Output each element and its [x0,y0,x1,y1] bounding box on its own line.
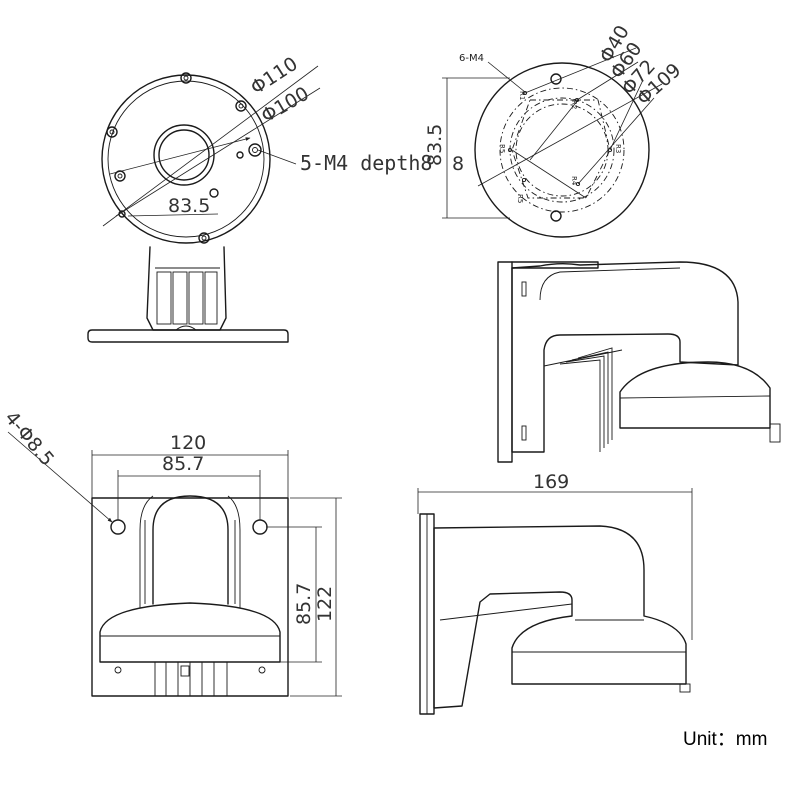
pcd-label-6: R5 [516,194,524,203]
view-top-right: R1 R2 R3 R4 R5 R5 6-M4 Φ40 Φ60 Φ72 Φ109 … [424,22,685,238]
pcd-points [507,90,613,187]
dim-h122: 122 [314,586,336,622]
dim-83-5: 83.5 [168,195,210,217]
holes-note-5m4: 5-M4 depth8 [300,151,432,175]
view-middle-right [497,261,781,463]
pcd-label-4: R4 [570,176,578,186]
dim-h85-7: 85.7 [293,583,315,625]
pcd-label-3: R3 [614,144,622,153]
view-bottom-right: 169 [417,471,693,715]
dim-w120: 120 [170,432,206,454]
view-top-left: Φ110 Φ100 83.5 5-M4 depth8 [87,53,432,343]
dim-83-5-vertical: 83.5 [424,124,446,166]
dim-w85-7: 85.7 [162,453,204,475]
pcd-label-5: R5 [498,144,506,153]
dim-8: 8 [452,153,464,175]
pcd-label-1: R1 [518,91,526,100]
dim-holes-4-d8-5: 4-Φ8.5 [0,407,58,470]
unit-label: Unit：mm [683,729,768,750]
label-6m4: 6-M4 [459,53,484,64]
support-ribs [155,267,220,325]
view-bottom-left: 120 85.7 85.7 122 4-Φ8.5 [0,407,342,697]
dim-w169: 169 [533,471,569,493]
